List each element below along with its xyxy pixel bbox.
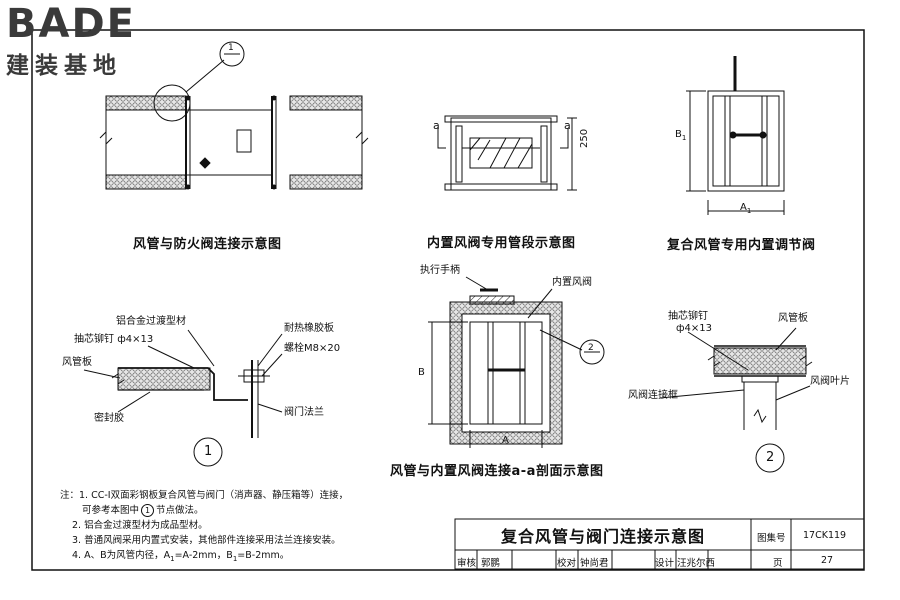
brand-logo: BADE 建装基地 [6,4,136,80]
note-4-sub-b: 1 [232,554,238,563]
atlas-label: 图集号 [757,533,786,544]
designer-name: 汪兆尔西 [677,558,716,569]
rubber-board-label: 耐热橡胶板 [284,323,334,334]
fire-damper-diagram [99,41,369,190]
bolt-label: 螺栓M8×20 [284,343,341,354]
note-3: 3. 普通风阀采用内置式安装，其他部件连接采用法兰连接安装。 [72,535,341,546]
sealant-label: 密封胶 [94,413,124,424]
detail-1-diagram [83,329,283,467]
title-block-lines [454,518,865,570]
rivet-2-label: 抽芯铆钉 [668,311,708,322]
dim-250: 250 [579,128,590,148]
note-4-a: 4. A、B为风管内径，A [72,550,171,561]
brand-sub: 建装基地 [6,53,122,79]
detail-1-number: 1 [204,444,213,459]
dim-a1-sub: 1 [746,207,752,215]
callout-1-label: 1 [228,43,234,53]
note-4-b: =A-2mm，B [174,550,233,561]
actuator-handle-label: 执行手柄 [420,265,460,276]
rivet-2-spec: ф4×13 [676,323,713,334]
duct-board-1-label: 风管板 [62,357,92,368]
page-label: 页 [773,558,783,569]
drawing-title: 复合风管与阀门连接示意图 [500,526,705,546]
note-1: 注：1. CC-I双面彩钢板复合风管与阀门（消声器、静压箱等）连接， [60,490,349,501]
note-4-sub-a: 1 [170,554,175,563]
caption-inner-valve-section: 内置风阀专用管段示意图 [427,236,576,251]
note-2: 2. 铝合金过渡型材为成品型材。 [72,520,208,531]
dim-b-label: B [418,367,425,378]
dim-b1: B1 [675,130,686,142]
design-label: 设计 [655,558,675,569]
valve-blade-label: 风阀叶片 [810,376,850,387]
dim-b1-sub: 1 [681,134,687,142]
note-4: 4. A、B为风管内径，A1=A-2mm，B1=B-2mm。 [60,548,348,567]
check-label: 校对 [557,558,577,569]
dim-a-label: A [502,435,509,446]
detail-2-diagram [659,327,813,473]
dim-b1-letter: B [675,129,682,140]
rivet-1-spec: ф4×13 [117,334,154,345]
sheet-border [31,29,865,571]
callout-2-label: 2 [588,343,594,353]
note-4-c: =B-2mm。 [237,550,290,561]
dim-a1-letter: A [740,202,747,213]
aa-section-diagram [428,276,605,448]
detail-2-number: 2 [766,450,775,465]
checker-name: 钟尚君 [580,558,609,569]
atlas-number: 17CK119 [803,530,847,541]
inner-damper-label: 内置风阀 [552,277,592,288]
section-a-right: a [564,119,571,132]
caption-fire-damper: 风管与防火阀连接示意图 [133,237,282,252]
review-label: 审核 [457,558,477,569]
rivet-1-text: 抽芯铆钉 [74,334,114,345]
caption-composite-valve: 复合风管专用内置调节阀 [667,238,816,253]
rivet-1-label: 抽芯铆钉 ф4×13 [74,335,153,345]
composite-valve-diagram [686,56,785,215]
al-profile-label: 铝合金过渡型材 [116,316,186,327]
brand-name: BADE [6,1,136,47]
inner-valve-section-diagram [437,115,577,191]
duct-board-2-label: 风管板 [778,313,808,324]
title-block: 复合风管与阀门连接示意图 图集号 17CK119 审核 郭鹏 校对 钟尚君 设计… [455,519,864,570]
valve-frame-label: 风阀连接框 [628,390,678,401]
notes-block: 注：1. CC-I双面彩钢板复合风管与阀门（消声器、静压箱等）连接， 可参考本图… [60,488,348,567]
valve-flange-label: 阀门法兰 [284,407,324,418]
page-number: 27 [821,555,834,566]
reviewer-name: 郭鹏 [481,558,501,569]
note-1-cont-a: 可参考本图中 [82,505,140,516]
note-detail-ref: 1 [141,504,155,517]
dim-a1: A1 [740,203,751,215]
caption-aa-section: 风管与内置风阀连接a-a剖面示意图 [390,464,604,479]
note-1-cont-b: 节点做法。 [156,505,204,516]
section-a-left: a [433,119,440,132]
